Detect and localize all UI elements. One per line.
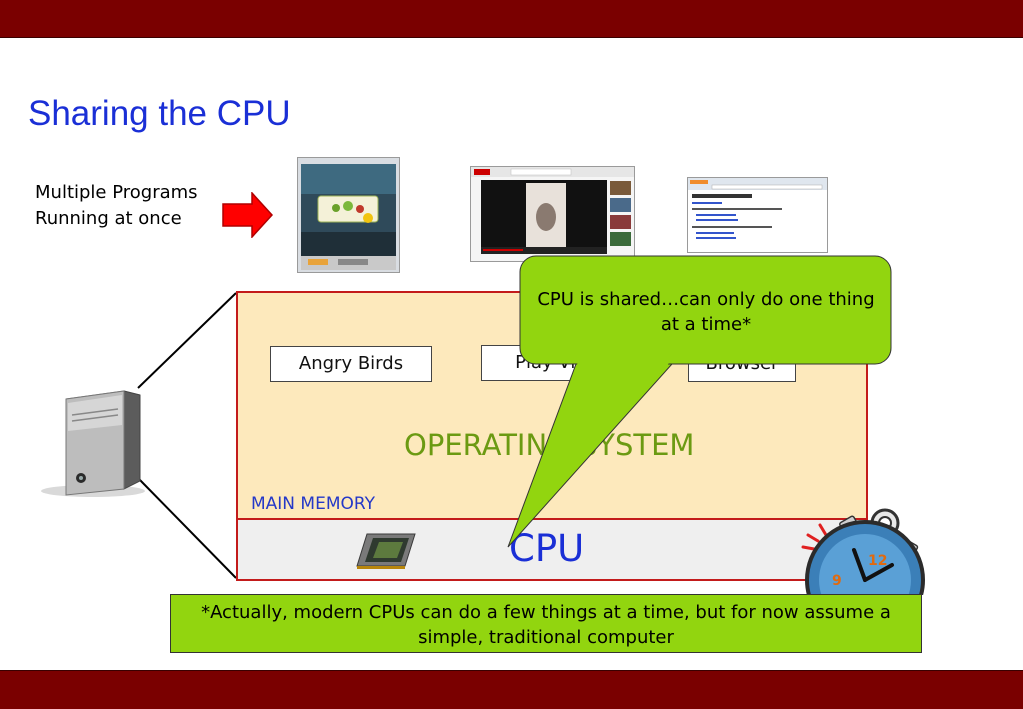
programs-label-line-1: Multiple Programs [35,182,198,203]
svg-text:9: 9 [832,573,842,589]
stopwatch-icon: 12 9 [801,508,925,595]
right-arrow-icon [222,192,274,238]
browser-screenshot [687,177,828,253]
computer-tower-icon [41,390,145,497]
angry-birds-screenshot [297,157,400,273]
programs-label: Multiple Programs Running at once [35,180,235,232]
cpu-label: CPU [509,527,585,570]
callout-text: CPU is shared…can only do one thing at a… [537,289,875,335]
video-player-screenshot [470,166,635,262]
programs-label-line-2: Running at once [35,208,182,229]
cpu-chip-icon [356,533,416,569]
footnote-text: *Actually, modern CPUs can do a few thin… [201,602,891,648]
footnote-box: *Actually, modern CPUs can do a few thin… [170,594,922,653]
program-box-angry-birds: Angry Birds [270,346,432,382]
footer-band [0,670,1023,709]
slide-title: Sharing the CPU [28,94,291,133]
program-label-angry-birds: Angry Birds [298,353,404,374]
header-band [0,0,1023,38]
svg-text:12: 12 [868,553,887,569]
main-memory-label: MAIN MEMORY [251,494,375,514]
cpu-region [236,518,868,581]
